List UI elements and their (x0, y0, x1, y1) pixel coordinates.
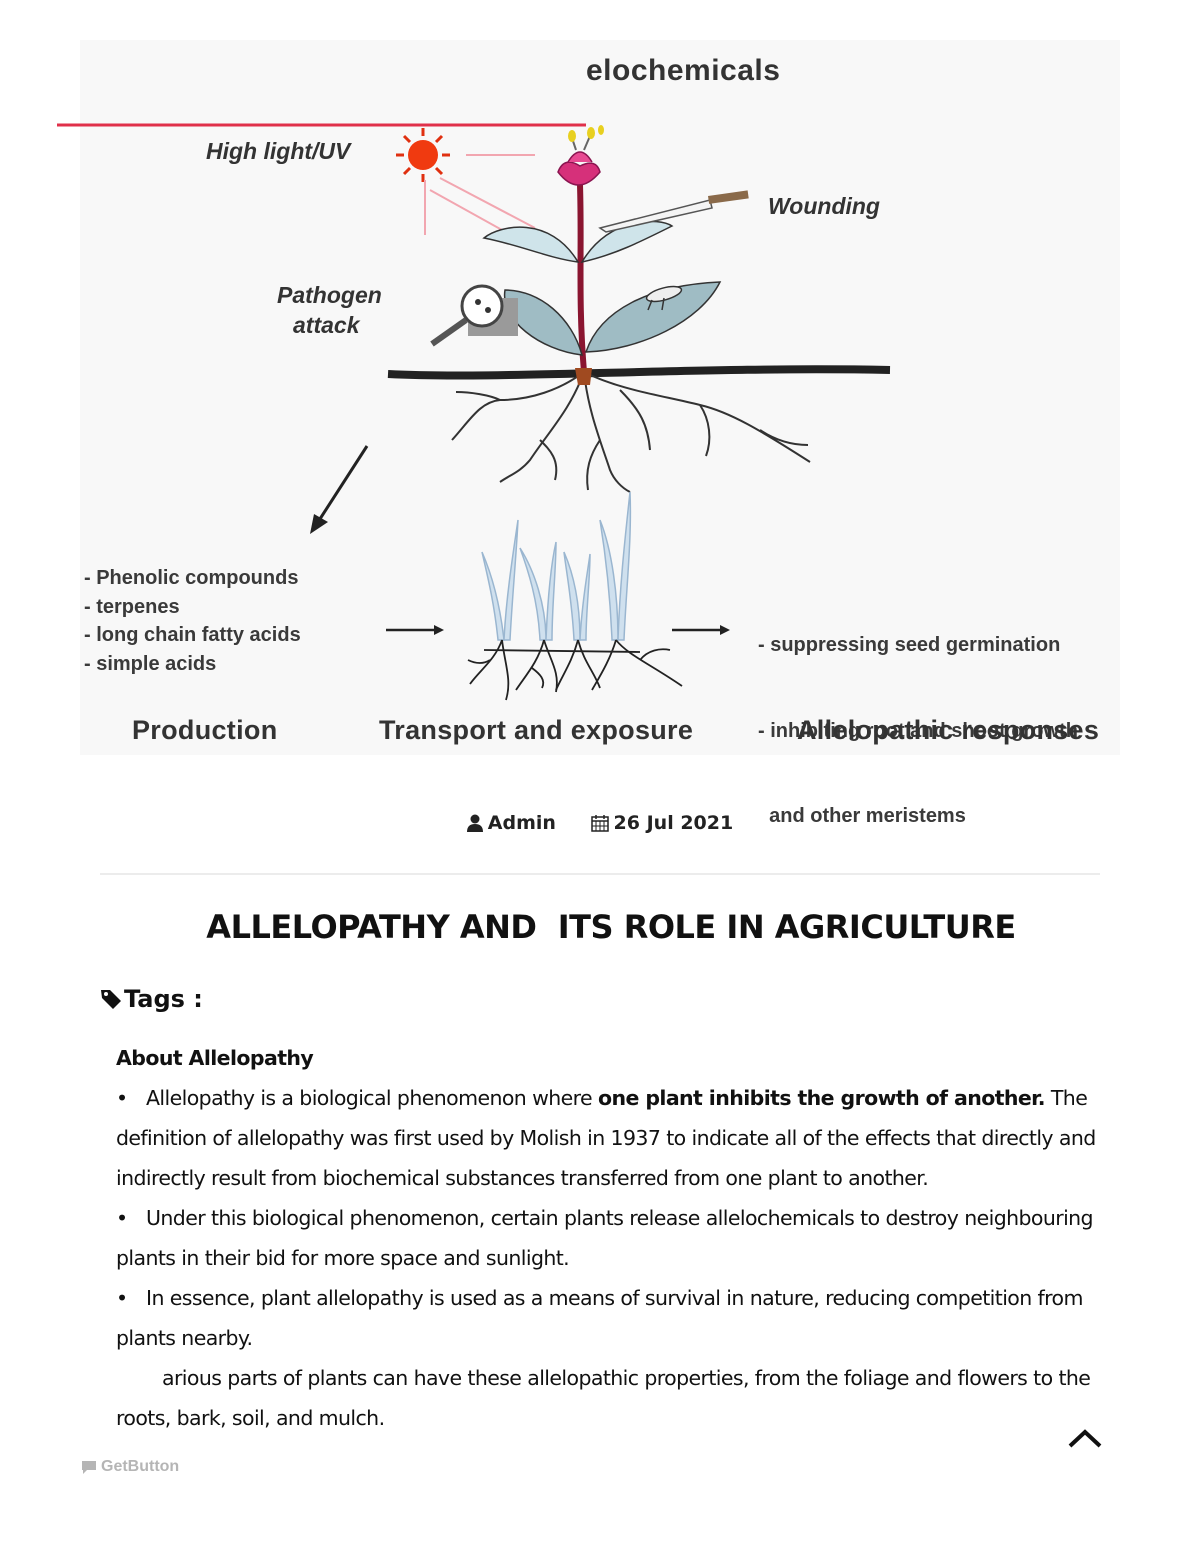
post-meta: Admin 26 Jul 2021 (0, 812, 1200, 837)
leaf-upper-right (580, 220, 674, 264)
arrow-right-icon-1 (386, 625, 444, 635)
paragraph-text: The definition of allelopathy was first … (116, 1086, 1096, 1190)
responses-list: - suppressing seed germination - inhibit… (758, 574, 1078, 888)
paragraph-text: In essence, plant allelopathy is used as… (116, 1286, 1083, 1350)
tags-label: Tags : (124, 985, 203, 1013)
bullet: • (116, 1086, 128, 1110)
compound-item: - long chain fatty acids (84, 624, 301, 646)
watermark-text: GetButton (101, 1458, 180, 1475)
response-item: - inhibiting root and shoot growth (758, 719, 1078, 742)
tag-icon (100, 988, 122, 1010)
stage-production: Production (132, 715, 278, 745)
paragraph: • Allelopathy is a biological phenomenon … (116, 1078, 1101, 1198)
soil-line (387, 365, 891, 380)
paragraph-text: arious parts of plants can have these al… (116, 1366, 1091, 1430)
author-name: Admin (487, 812, 556, 834)
paragraph-text: Allelopathy is a biological phenomenon w… (146, 1086, 598, 1110)
flower (557, 125, 604, 186)
paragraph: •In essence, plant allelopathy is used a… (116, 1278, 1101, 1358)
paragraph-text: Under this biological phenomenon, certai… (116, 1206, 1094, 1270)
diagonal-arrow-icon (310, 445, 369, 534)
date-meta: 26 Jul 2021 (590, 812, 734, 834)
leaf-upper-left (482, 226, 580, 263)
figure-title: elochemicals (586, 54, 781, 87)
response-item: and other meristems (758, 805, 966, 827)
insect-icon (645, 285, 683, 311)
response-item: - suppressing seed germination (758, 634, 1061, 656)
chevron-up-icon (1067, 1427, 1103, 1449)
tags: Tags : (100, 985, 203, 1013)
article-title: ALLELOPATHY AND ITS ROLE IN AGRICULTURE (206, 908, 1016, 946)
plant-roots (451, 371, 811, 493)
paragraph: •Under this biological phenomenon, certa… (116, 1198, 1101, 1278)
compound-item: - terpenes (84, 595, 180, 618)
bullet: • (116, 1286, 128, 1310)
stage-responses: Allelopathic responses (797, 715, 1100, 745)
divider (100, 873, 1100, 875)
label-attack: attack (293, 312, 360, 338)
emphasis-text: one plant inhibits the growth of another… (598, 1086, 1046, 1110)
article-body: About Allelopathy • Allelopathy is a biol… (116, 1038, 1101, 1438)
getbutton-watermark[interactable]: GetButton (80, 1458, 179, 1476)
stage-transport: Transport and exposure (379, 715, 694, 745)
compound-item: - simple acids (84, 652, 217, 675)
figure-illustration (57, 40, 1120, 755)
arrow-right-icon-2 (672, 625, 730, 635)
compound-item: - Phenolic compounds (84, 567, 299, 589)
magnifier-icon (430, 284, 518, 347)
bullet: • (116, 1206, 128, 1230)
figure-background (80, 40, 1120, 755)
paragraph: arious parts of plants can have these al… (116, 1358, 1101, 1438)
compounds-list: - Phenolic compounds - terpenes - long c… (84, 564, 301, 678)
label-high-light-uv: High light/UV (206, 138, 351, 164)
root-hub (575, 368, 592, 385)
section-heading: About Allelopathy (116, 1046, 314, 1070)
leaf-lower-right (584, 281, 722, 353)
leaf-lower-left (503, 289, 584, 356)
label-wounding: Wounding (768, 193, 880, 219)
user-icon (466, 814, 483, 832)
calendar-icon (590, 814, 609, 832)
author-meta[interactable]: Admin (466, 812, 556, 834)
knife-icon (598, 190, 749, 233)
plant-stem (577, 184, 587, 373)
post-date: 26 Jul 2021 (613, 812, 734, 834)
allelopathy-figure: elochemicals High light/UV Wounding Path… (57, 40, 1120, 827)
label-pathogen: Pathogen (277, 282, 382, 308)
seedlings (467, 491, 683, 701)
sun-icon (396, 128, 450, 182)
scroll-to-top-button[interactable] (1062, 1420, 1108, 1456)
chat-icon (80, 1459, 98, 1475)
